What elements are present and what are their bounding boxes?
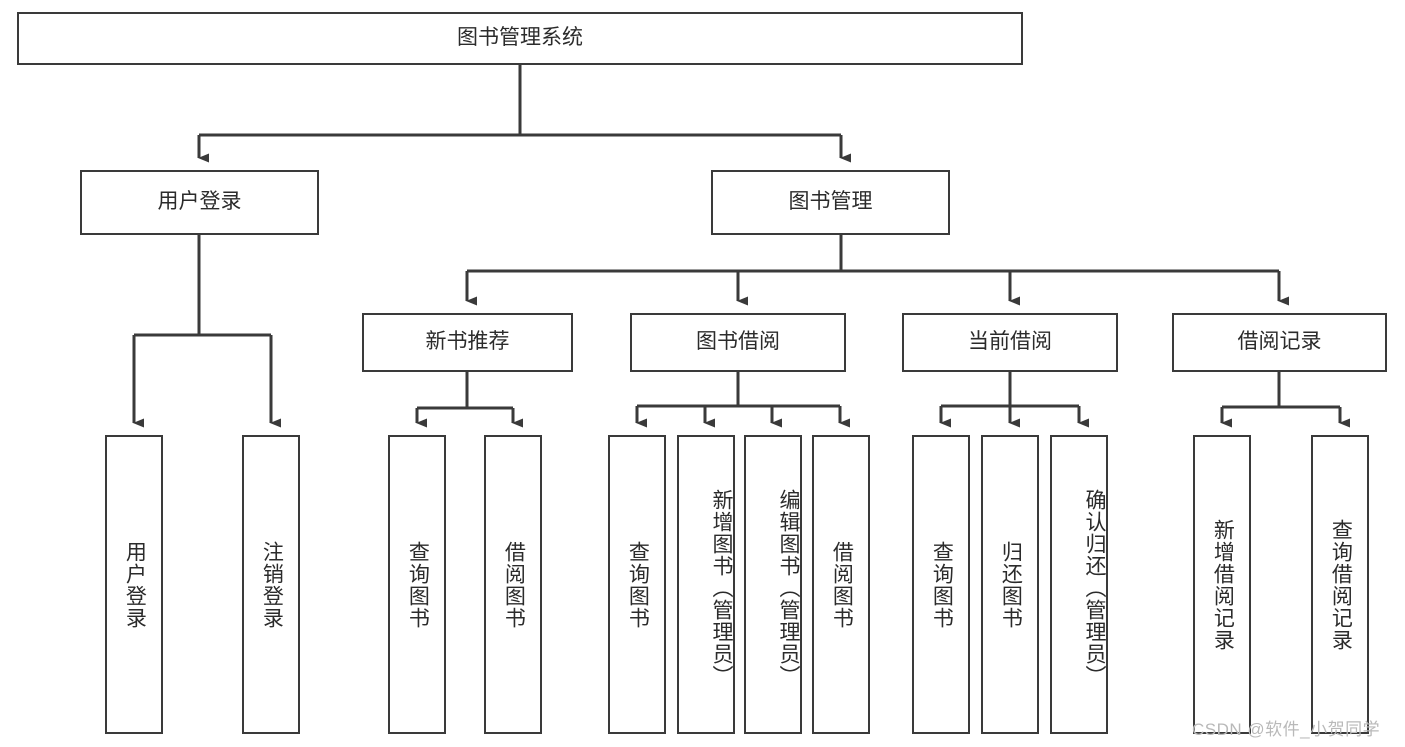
node-label: 查询图书 (626, 540, 650, 629)
node-label: 图书管理 (788, 190, 873, 214)
node-current-borrow[interactable]: 当前借阅 (902, 313, 1118, 372)
leaf-borrow-query-book[interactable]: 查询图书 (608, 435, 666, 734)
node-label: 注销登录 (260, 540, 284, 629)
node-new-book-recommend[interactable]: 新书推荐 (362, 313, 573, 372)
node-label: 图书管理系统 (457, 26, 583, 50)
leaf-current-confirm-return-admin[interactable]: 确认归还（管理员） (1050, 435, 1108, 734)
node-label: 查询借阅记录 (1329, 518, 1353, 651)
node-book-borrow[interactable]: 图书借阅 (630, 313, 846, 372)
node-user-login[interactable]: 用户登录 (80, 170, 319, 235)
leaf-user-login-logout[interactable]: 注销登录 (242, 435, 300, 734)
leaf-borrow-borrow-book[interactable]: 借阅图书 (812, 435, 870, 734)
node-label: 确认归还（管理员） (1083, 488, 1106, 687)
node-label: 借阅图书 (502, 540, 526, 629)
node-label: 借阅图书 (830, 540, 854, 629)
node-label: 编辑图书（管理员） (777, 488, 800, 687)
leaf-record-add-record[interactable]: 新增借阅记录 (1193, 435, 1251, 734)
node-label: 用户登录 (157, 190, 242, 214)
leaf-borrow-edit-book-admin[interactable]: 编辑图书（管理员） (744, 435, 802, 734)
leaf-user-login-login[interactable]: 用户登录 (105, 435, 163, 734)
node-label: 新增图书（管理员） (710, 488, 733, 687)
leaf-current-return-book[interactable]: 归还图书 (981, 435, 1039, 734)
leaf-new-book-borrow-book[interactable]: 借阅图书 (484, 435, 542, 734)
node-label: 查询图书 (930, 540, 954, 629)
leaf-borrow-add-book-admin[interactable]: 新增图书（管理员） (677, 435, 735, 734)
node-borrow-record[interactable]: 借阅记录 (1172, 313, 1387, 372)
leaf-new-book-query-book[interactable]: 查询图书 (388, 435, 446, 734)
node-label: 新增借阅记录 (1211, 518, 1235, 651)
node-label: 用户登录 (123, 540, 147, 629)
csdn-watermark: CSDN @软件_小贺同学 (1192, 720, 1381, 739)
leaf-current-query-book[interactable]: 查询图书 (912, 435, 970, 734)
leaf-record-query-record[interactable]: 查询借阅记录 (1311, 435, 1369, 734)
node-book-management[interactable]: 图书管理 (711, 170, 950, 235)
node-label: 图书借阅 (696, 330, 780, 354)
node-label: 归还图书 (999, 540, 1023, 629)
node-root[interactable]: 图书管理系统 (17, 12, 1023, 65)
node-label: 借阅记录 (1237, 330, 1322, 354)
node-label: 查询图书 (406, 540, 430, 629)
node-label: 新书推荐 (425, 330, 510, 354)
node-label: 当前借阅 (968, 330, 1052, 354)
